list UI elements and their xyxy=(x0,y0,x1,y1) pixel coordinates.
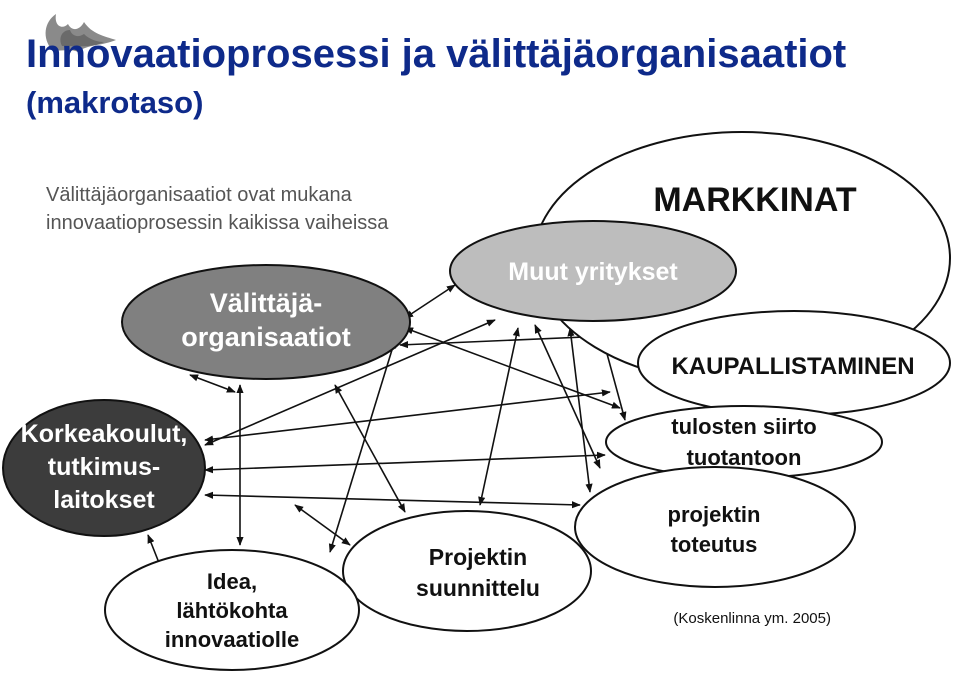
arrow xyxy=(478,327,520,506)
valittaja-label-line-1: Välittäjä- xyxy=(210,288,323,318)
korkeakoulut-label-line-2: tutkimus- xyxy=(48,453,161,481)
diagram-caption-line-1: Välittäjäorganisaatiot ovat mukana xyxy=(46,184,353,206)
page-title: Innovaatioprosessi ja välittäjäorganisaa… xyxy=(26,32,847,76)
muut-yritykset-label: Muut yritykset xyxy=(508,258,678,286)
valittaja-label-line-2: organisaatiot xyxy=(181,322,351,352)
tulosten-siirto-label-line-2: tuotantoon xyxy=(687,445,802,470)
projektin-suunnittelu-label-line-2: suunnittelu xyxy=(416,575,540,601)
kaupallistaminen-label: KAUPALLISTAMINEN xyxy=(671,353,914,380)
projektin-toteutus-label-line-1: projektin xyxy=(668,502,761,527)
connection-arrows xyxy=(147,284,746,579)
projektin-toteutus-label-line-2: toteutus xyxy=(671,532,758,557)
citation: (Koskenlinna ym. 2005) xyxy=(673,610,831,627)
idea-label-line-3: innovaatiolle xyxy=(165,627,299,652)
valittajaorganisaatiot-node xyxy=(121,264,411,380)
markkinat-label: MARKKINAT xyxy=(653,181,857,219)
diagram-caption-line-2: innovaatioprosessin kaikissa vaiheissa xyxy=(46,212,389,234)
idea-node xyxy=(104,549,360,671)
flame-logo-icon xyxy=(45,14,117,52)
arrow xyxy=(334,384,406,513)
projektin-toteutus-node xyxy=(574,466,856,588)
idea-label-line-2: lähtökohta xyxy=(176,598,288,623)
korkeakoulut-label-line-1: Korkeakoulut, xyxy=(21,420,188,448)
arrow xyxy=(404,284,456,319)
arrow xyxy=(567,327,593,493)
muut-yritykset-node xyxy=(449,220,737,322)
arrow xyxy=(204,451,606,474)
tulosten-siirto-label-line-1: tulosten siirto xyxy=(671,414,816,439)
korkeakoulut-label-line-3: laitokset xyxy=(53,486,155,514)
korkeakoulut-node xyxy=(2,399,206,537)
idea-label-line-1: Idea, xyxy=(207,569,257,594)
arrow xyxy=(204,491,581,509)
arrow xyxy=(204,389,611,443)
projektin-suunnittelu-label-line-1: Projektin xyxy=(429,544,527,570)
arrow xyxy=(294,504,351,546)
projektin-suunnittelu-node xyxy=(342,510,592,632)
page-subtitle: (makrotaso) xyxy=(26,85,204,120)
